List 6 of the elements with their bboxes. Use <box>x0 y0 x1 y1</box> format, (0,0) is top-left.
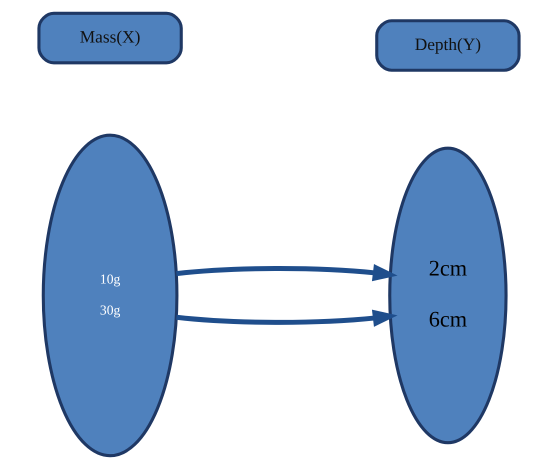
node-ellipse: 2cm 6cm <box>388 146 508 444</box>
arrow <box>176 310 398 327</box>
node-ellipse: 10g 30g <box>42 134 178 458</box>
node-box: Depth(Y) <box>375 19 521 72</box>
node-box: Mass(X) <box>37 12 183 64</box>
arrow <box>176 264 398 282</box>
